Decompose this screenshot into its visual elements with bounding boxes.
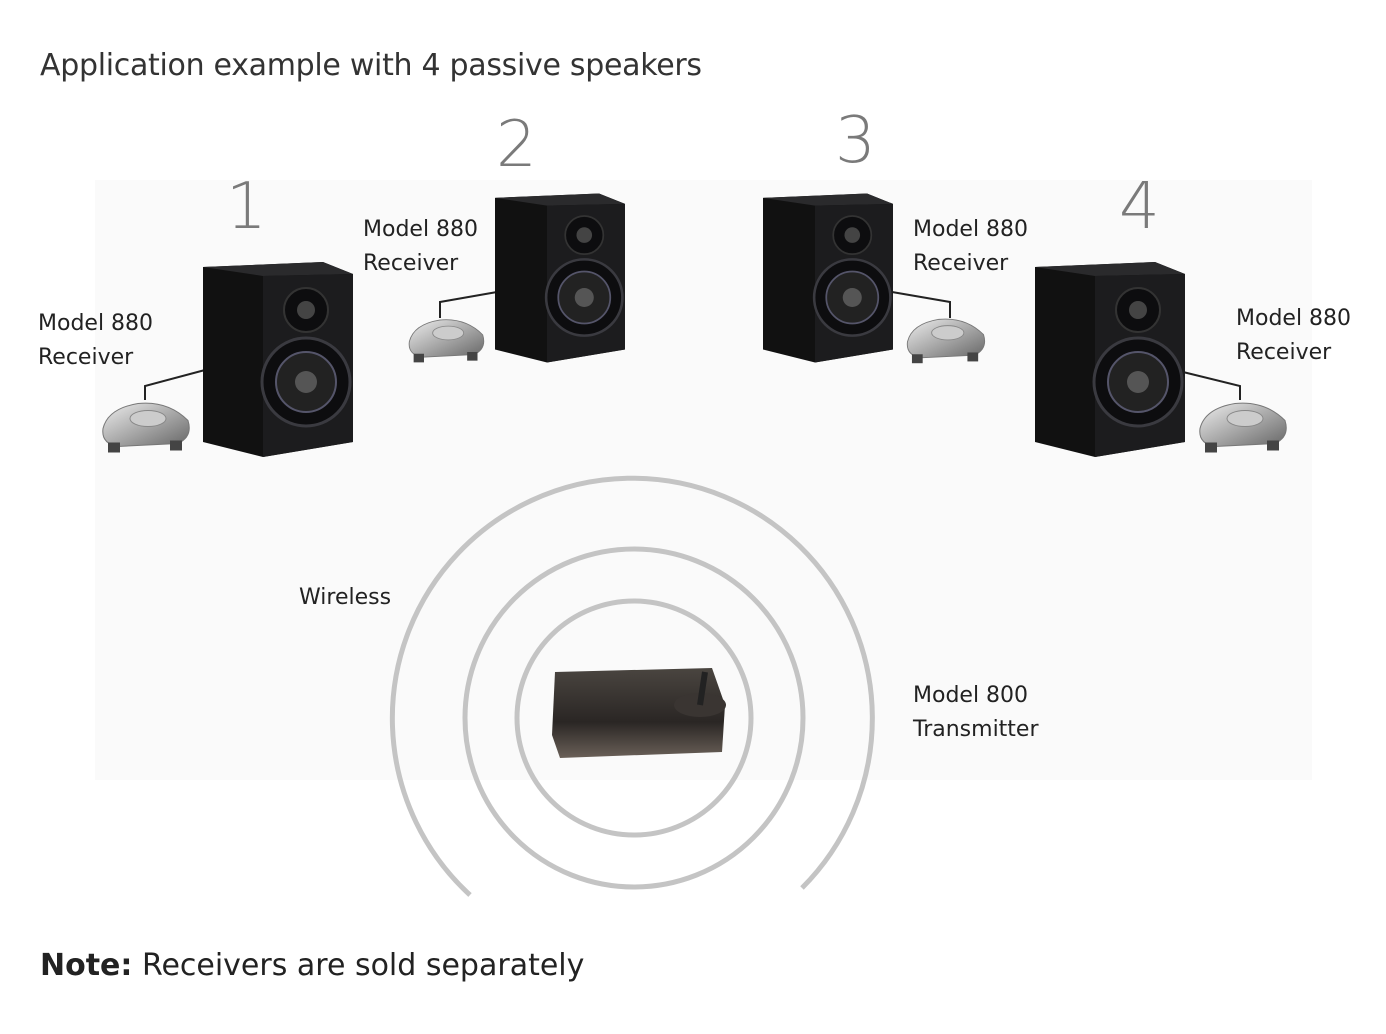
wireless-waves bbox=[389, 475, 875, 897]
receiver-type: Receiver bbox=[913, 251, 1009, 276]
receiver-model: Model 880 bbox=[913, 217, 1029, 242]
speaker-1 bbox=[203, 262, 353, 457]
speaker-number-1: 1 bbox=[226, 170, 267, 244]
receiver-label-3: Model 880 Receiver bbox=[913, 213, 1028, 281]
speaker-2 bbox=[495, 193, 625, 363]
transmitter-model: Model 800 bbox=[913, 683, 1029, 708]
speaker-4 bbox=[1035, 262, 1185, 457]
receiver-2 bbox=[408, 319, 485, 363]
transmitter-label: Model 800 Transmitter bbox=[913, 679, 1039, 747]
speaker-number-3: 3 bbox=[835, 104, 876, 178]
receiver-label-1: Model 880 Receiver bbox=[38, 307, 153, 375]
receiver-1 bbox=[102, 402, 190, 454]
receiver-label-4: Model 880 Receiver bbox=[1236, 302, 1351, 370]
note-text: Receivers are sold separately bbox=[132, 948, 585, 983]
receiver-label-2: Model 880 Receiver bbox=[363, 213, 478, 281]
receiver-type: Receiver bbox=[1236, 340, 1332, 365]
receiver-type: Receiver bbox=[38, 345, 134, 370]
transmitter-device bbox=[552, 668, 726, 758]
speaker-number-2: 2 bbox=[496, 108, 537, 182]
receiver-type: Receiver bbox=[363, 251, 459, 276]
receiver-model: Model 880 bbox=[38, 311, 154, 336]
speaker-3 bbox=[763, 193, 893, 363]
cables bbox=[144, 291, 1241, 400]
wireless-label: Wireless bbox=[299, 585, 392, 610]
speaker-number-4: 4 bbox=[1119, 170, 1160, 244]
page-title: Application example with 4 passive speak… bbox=[40, 48, 702, 83]
receiver-model: Model 880 bbox=[1236, 306, 1352, 331]
footnote: Note: Receivers are sold separately bbox=[40, 948, 584, 983]
transmitter-type: Transmitter bbox=[913, 717, 1039, 742]
note-label: Note: bbox=[40, 948, 133, 983]
receiver-4 bbox=[1199, 402, 1287, 454]
receiver-3 bbox=[906, 318, 986, 364]
receiver-model: Model 880 bbox=[363, 217, 479, 242]
